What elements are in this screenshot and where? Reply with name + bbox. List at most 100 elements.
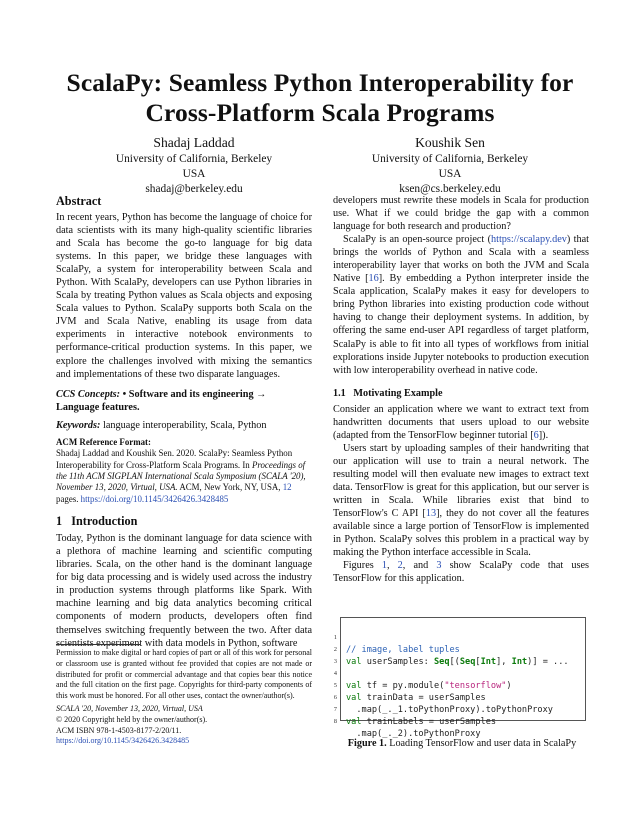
right-column: developers must rewrite these models in …	[333, 194, 589, 585]
right-paragraph-1: developers must rewrite these models in …	[333, 195, 589, 233]
author-name: Koushik Sen	[415, 135, 485, 150]
keywords-text: language interoperability, Scala, Python	[100, 419, 267, 431]
line-number: 6	[333, 694, 337, 701]
code-text: ],	[496, 657, 512, 667]
line-number: 4	[333, 670, 337, 677]
figure-ref-link[interactable]: 3	[436, 560, 442, 572]
code-text: .map(_._2).toPythonProxy	[346, 729, 481, 739]
title-line-1: ScalaPy: Seamless Python Interoperabilit…	[66, 68, 574, 97]
code-line: 5 val trainData = userSamples	[334, 668, 585, 703]
code-line: 3	[334, 644, 585, 665]
author-affiliation: University of California, Berkeley	[371, 153, 529, 165]
line-number: 2	[333, 646, 337, 653]
p3-text-a: Consider an application where we want to…	[333, 403, 589, 441]
title-line-2: Cross-Platform Scala Programs	[145, 98, 495, 127]
author-block-1: Shadaj Laddad University of California, …	[64, 134, 324, 198]
code-type: Int	[480, 657, 497, 667]
p5-sep: ,	[386, 560, 398, 572]
ccs-label: CCS Concepts:	[56, 388, 121, 400]
p4-text-a: Users start by uploading samples of thei…	[333, 442, 589, 520]
footnote-doi-link[interactable]: https://doi.org/10.1145/3426426.3428485	[56, 736, 190, 746]
code-type: Int	[511, 657, 528, 667]
code-keyword: val	[346, 693, 362, 703]
author-block-2: Koushik Sen University of California, Be…	[320, 134, 580, 198]
p5-text-a: Figures	[343, 560, 382, 572]
acm-reference: ACM Reference Format: Shadaj Laddad and …	[56, 437, 312, 505]
right-paragraph-5: Figures 1, 2, and 3 show ScalaPy code th…	[333, 559, 589, 585]
acm-ref-pages: pages.	[56, 493, 81, 504]
keywords-label: Keywords:	[56, 419, 101, 431]
code-listing: 1 // image, label tuples 2 val userSampl…	[334, 617, 586, 739]
intro-text: Today, Python is the dominant language f…	[56, 533, 312, 649]
author-country: USA	[182, 168, 206, 181]
line-number: 3	[333, 658, 337, 665]
code-text: .map(_._1.toPythonProxy).toPythonProxy	[346, 705, 553, 715]
line-number: 5	[333, 682, 337, 689]
footnote-copyright: © 2020 Copyright held by the owner/autho…	[56, 714, 208, 724]
figure-caption-label: Figure 1.	[347, 738, 387, 749]
p2-text-c: ]. By embedding a Python interpreter ins…	[333, 273, 589, 376]
author-affiliation: University of California, Berkeley	[115, 153, 273, 165]
author-email[interactable]: ksen@cs.berkeley.edu	[399, 183, 501, 196]
code-text: )] = ...	[527, 657, 569, 667]
code-comment: // image, label tuples	[346, 645, 460, 655]
figure-caption-text: Loading TensorFlow and user data in Scal…	[386, 738, 577, 749]
right-paragraph-3: Consider an application where we want to…	[333, 403, 589, 442]
acm-ref-heading: ACM Reference Format:	[56, 436, 151, 447]
figure-ref-link[interactable]: 1	[381, 560, 387, 572]
p2-text-a: ScalaPy is an open-source project (	[343, 234, 491, 246]
code-text: trainLabels = userSamples	[361, 717, 497, 727]
acm-ref-authors: Shadaj Laddad and Koushik Sen. 2020. Sca…	[56, 448, 293, 470]
citation-link[interactable]: 13	[425, 508, 437, 520]
right-paragraph-2: ScalaPy is an open-source project (https…	[333, 233, 589, 377]
code-text: trainData = userSamples	[361, 693, 486, 703]
code-line: 4 val tf = py.module("tensorflow")	[334, 656, 585, 691]
code-text: [	[475, 657, 481, 667]
acm-ref-pages-link[interactable]: 12	[282, 482, 292, 493]
code-type: Seq	[433, 657, 450, 667]
code-line: 6 .map(_._1.toPythonProxy).toPythonProxy	[334, 680, 585, 715]
paper-title: ScalaPy: Seamless Python Interoperabilit…	[40, 68, 600, 128]
code-string: "tensorflow"	[444, 681, 507, 691]
code-keyword: val	[346, 657, 362, 667]
code-text: tf = py.module(	[361, 681, 445, 691]
ccs-concepts: CCS Concepts: • Software and its enginee…	[56, 388, 312, 414]
permission-footnote: Permission to make digital or hard copie…	[56, 648, 312, 747]
left-column: Abstract In recent years, Python has bec…	[56, 194, 312, 650]
figure-ref-link[interactable]: 2	[397, 560, 403, 572]
subsection-heading: 1.1 Motivating Example	[333, 387, 443, 399]
citation-link[interactable]: 6	[533, 429, 539, 441]
abstract-text: In recent years, Python has become the l…	[56, 212, 312, 380]
code-text: userSamples:	[361, 657, 434, 667]
line-number: 8	[333, 718, 337, 725]
p5-text-b: show ScalaPy code that uses TensorFlow f…	[333, 560, 589, 585]
code-line: 8 .map(_._2).toPythonProxy	[334, 704, 585, 739]
footnote-venue: SCALA '20, November 13, 2020, Virtual, U…	[56, 703, 203, 713]
author-name: Shadaj Laddad	[153, 135, 235, 150]
acm-ref-doi-link[interactable]: https://doi.org/10.1145/3426426.3428485	[80, 493, 229, 504]
figure-caption: Figure 1. Loading TensorFlow and user da…	[340, 737, 584, 750]
intro-heading: 1 Introduction	[56, 514, 138, 529]
footnote-isbn: ACM ISBN 978-1-4503-8177-2/20/11.	[56, 725, 182, 735]
abstract-heading: Abstract	[56, 194, 102, 208]
acm-ref-publisher: ACM, New York, NY, USA,	[177, 482, 281, 493]
footnote-rule	[56, 644, 140, 645]
code-line: 7 val trainLabels = userSamples	[334, 692, 585, 727]
author-email[interactable]: shadaj@berkeley.edu	[145, 183, 243, 196]
acm-ref-venue: Proceedings of the 11th ACM SIGPLAN Inte…	[56, 459, 306, 493]
citation-link[interactable]: 16	[368, 273, 379, 285]
footnote-permission: Permission to make digital or hard copie…	[56, 648, 312, 701]
code-text: [(	[449, 657, 460, 667]
p4-text-b: ], they do not cover all the features av…	[333, 508, 590, 559]
p3-text-b: ]).	[538, 429, 549, 441]
line-number: 7	[333, 706, 337, 713]
p2-text-b: ) that brings the worlds of Python and S…	[333, 234, 589, 285]
line-number: 1	[333, 634, 337, 641]
code-keyword: val	[346, 717, 362, 727]
ccs-text: • Software and its engineering → Languag…	[56, 388, 267, 413]
scalapy-url-link[interactable]: https://scalapy.dev	[490, 234, 567, 246]
code-type: Seq	[459, 657, 476, 667]
author-country: USA	[438, 168, 462, 181]
code-keyword: val	[346, 681, 362, 691]
code-text: )	[506, 681, 512, 691]
